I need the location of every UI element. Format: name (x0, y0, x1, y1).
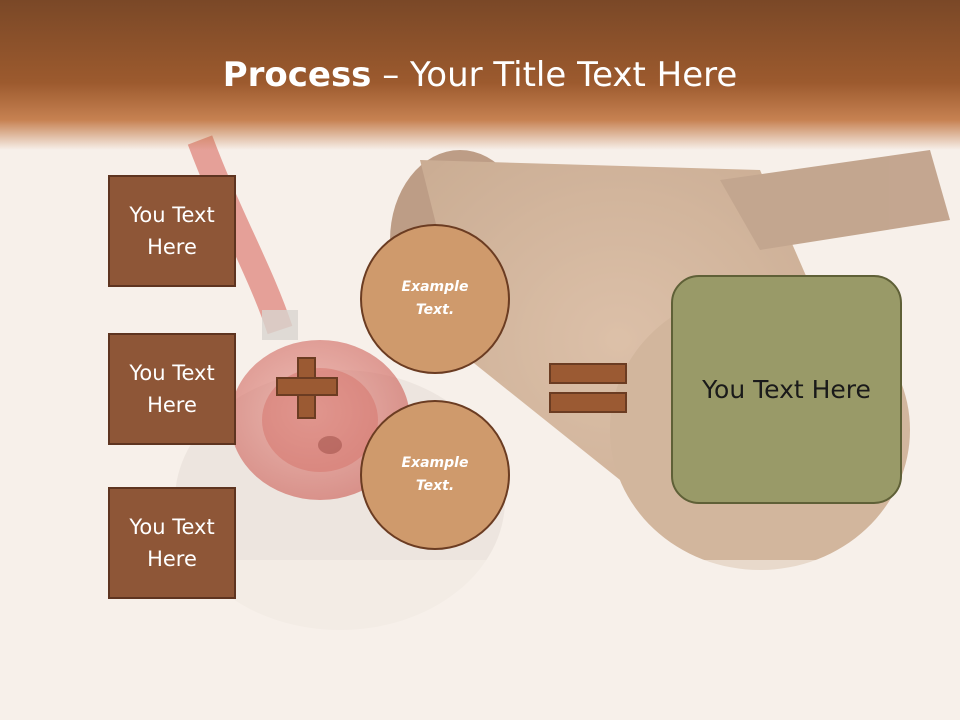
page-title: Process – Your Title Text Here (0, 52, 960, 98)
title-bold: Process (222, 55, 372, 95)
example-circle-2[interactable]: Example Text. (360, 400, 510, 550)
header-band (0, 0, 960, 150)
left-box-3[interactable]: You Text Here (108, 487, 236, 599)
left-box-1[interactable]: You Text Here (108, 175, 236, 287)
result-box[interactable]: You Text Here (671, 275, 902, 504)
left-box-2[interactable]: You Text Here (108, 333, 236, 445)
title-rest: – Your Title Text Here (371, 55, 738, 95)
example-circle-1-label: Example Text. (401, 279, 469, 318)
example-circle-1[interactable]: Example Text. (360, 224, 510, 374)
example-circle-2-label: Example Text. (401, 455, 469, 494)
